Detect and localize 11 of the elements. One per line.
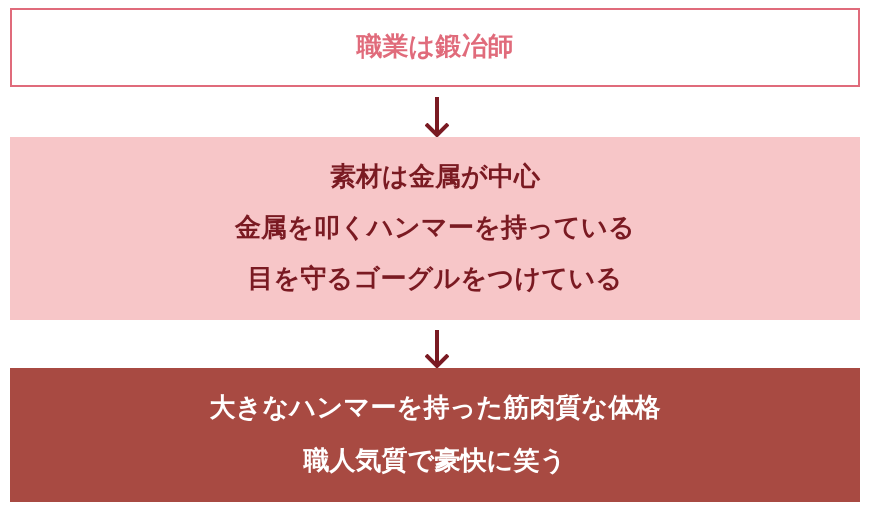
line-text: 大きなハンマーを持った筋肉質な体格 <box>210 392 660 424</box>
title-text: 職業は鍛冶師 <box>356 32 514 64</box>
arrow <box>424 330 450 368</box>
result-box <box>10 368 860 502</box>
line-text: 金属を叩くハンマーを持っている <box>235 212 635 244</box>
feature-box <box>10 137 860 320</box>
line-text: 目を守るゴーグルをつけている <box>248 264 622 296</box>
line-text: 職人気質で豪快に笑う <box>304 446 566 478</box>
title-box <box>10 8 860 87</box>
arrow <box>424 97 450 137</box>
line-text: 素材は金属が中心 <box>330 162 540 193</box>
